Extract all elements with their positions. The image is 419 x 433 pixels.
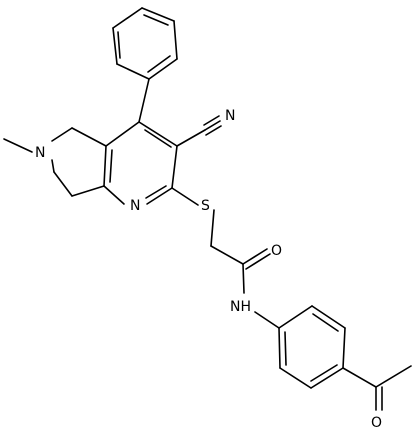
acetyl-group [342, 365, 412, 411]
ring-nitrogen-label: N [130, 198, 140, 214]
nitrile-nitrogen-label: N [225, 108, 235, 124]
amide-group [210, 245, 271, 294]
tetrahydro-ring [51, 127, 107, 197]
ketone-oxygen-label: O [371, 415, 382, 431]
thioether-linker [171, 187, 215, 247]
n-methyl-bond [3, 138, 33, 153]
sulfur-label: S [201, 198, 210, 214]
amide-nh-label: NH [230, 299, 251, 315]
nh-aryl-bond [254, 311, 280, 329]
nitrile-group [176, 115, 222, 147]
acetylphenyl-ring [278, 305, 346, 389]
amide-oxygen-label: O [271, 243, 282, 259]
methyl-nitrogen-label: N [35, 145, 45, 161]
phenyl-ring [112, 7, 178, 80]
phenyl-pyridine-bond [138, 78, 150, 123]
pyridine-ring [103, 121, 178, 205]
